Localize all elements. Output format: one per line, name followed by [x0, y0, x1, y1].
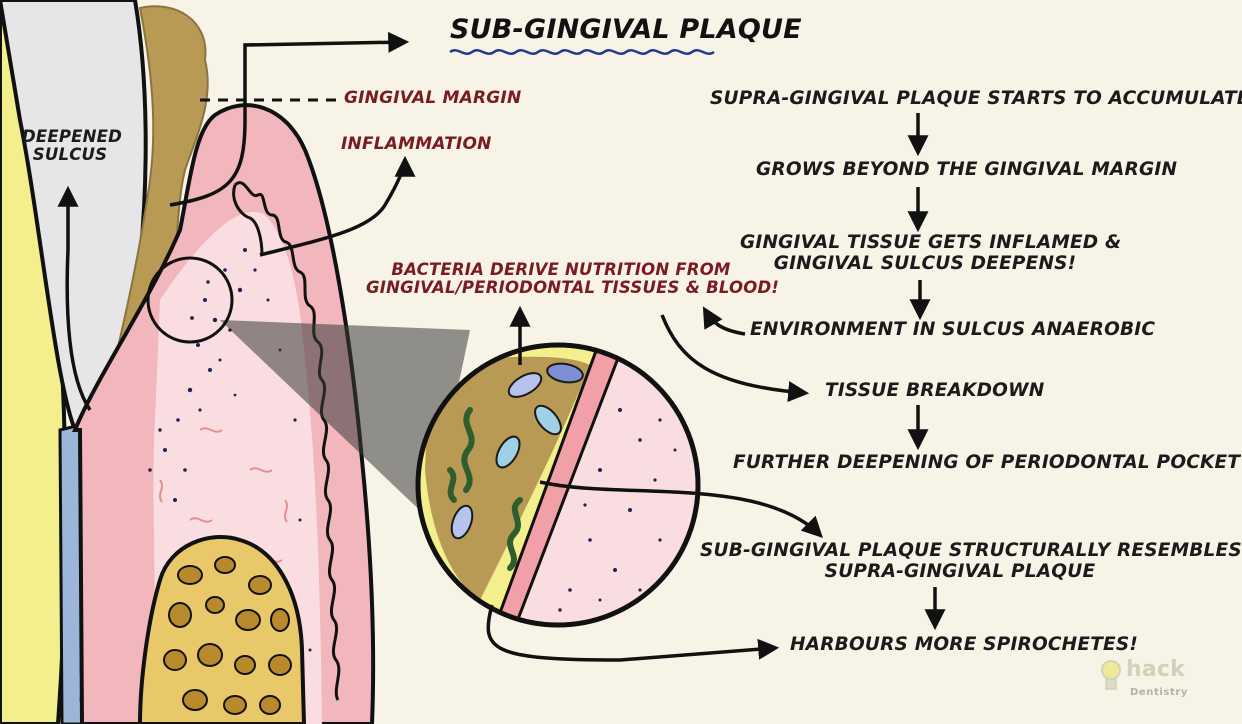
bone-trabeculae [163, 556, 292, 715]
tooth-root [58, 423, 84, 724]
flow-step-6: FURTHER DEEPENING OF PERIODONTAL POCKET [733, 452, 1241, 473]
inflammation-label: INFLAMMATION [341, 134, 492, 154]
deepened-sulcus-line2: SULCUS [32, 145, 108, 164]
flow-step-4: ENVIRONMENT IN SULCUS ANAEROBIC [750, 319, 1156, 340]
flow-step-3-line1: GINGIVAL TISSUE GETS INFLAMED & [740, 232, 1122, 253]
flow-step-7-line2: SUPRA-GINGIVAL PLAQUE [824, 561, 1096, 582]
title-underline [449, 49, 715, 55]
gingival-margin-label: GINGIVAL MARGIN [344, 88, 522, 108]
lightbulb-icon [1101, 660, 1121, 690]
bacteria-line1: BACTERIA DERIVE NUTRITION FROM [391, 260, 731, 279]
bacteria-nutrition-label: BACTERIA DERIVE NUTRITION FROM GINGIVAL/… [366, 260, 780, 297]
flow-step-2: GROWS BEYOND THE GINGIVAL MARGIN [756, 159, 1178, 180]
flow-step-3: GINGIVAL TISSUE GETS INFLAMED & GINGIVAL… [740, 232, 1122, 274]
hack-dentistry-logo: hack Dentistry [1100, 655, 1210, 705]
magnified-bacteria [447, 362, 584, 571]
diagram-title: SUB-GINGIVAL PLAQUE [450, 14, 802, 45]
sulcus-tip [232, 184, 264, 256]
flow-step-7: SUB-GINGIVAL PLAQUE STRUCTURALLY RESEMBL… [700, 540, 1242, 582]
flow-step-3-line2: GINGIVAL SULCUS DEEPENS! [773, 253, 1077, 274]
bacteria-line2: GINGIVAL/PERIODONTAL TISSUES & BLOOD! [366, 278, 780, 297]
magnified-circle-outline [415, 342, 701, 628]
flow-step-8: HARBOURS MORE SPIROCHETES! [790, 634, 1139, 655]
flow-step-5: TISSUE BREAKDOWN [825, 380, 1045, 401]
flow-arrows [907, 113, 946, 631]
flow-step-1: SUPRA-GINGIVAL PLAQUE STARTS TO ACCUMULA… [710, 88, 1242, 109]
deepened-sulcus-line1: DEEPENED [22, 127, 122, 146]
magnified-bacteria-dots [558, 408, 677, 612]
focus-circle [146, 256, 234, 344]
logo-sub: Dentistry [1130, 687, 1188, 698]
diagram-arrows [57, 31, 823, 662]
magnification-cone [220, 320, 470, 520]
flow-step-7-line1: SUB-GINGIVAL PLAQUE STRUCTURALLY RESEMBL… [700, 540, 1242, 561]
logo-brand: hack [1126, 657, 1185, 682]
deepened-sulcus-label: DEEPENED SULCUS [22, 127, 122, 164]
